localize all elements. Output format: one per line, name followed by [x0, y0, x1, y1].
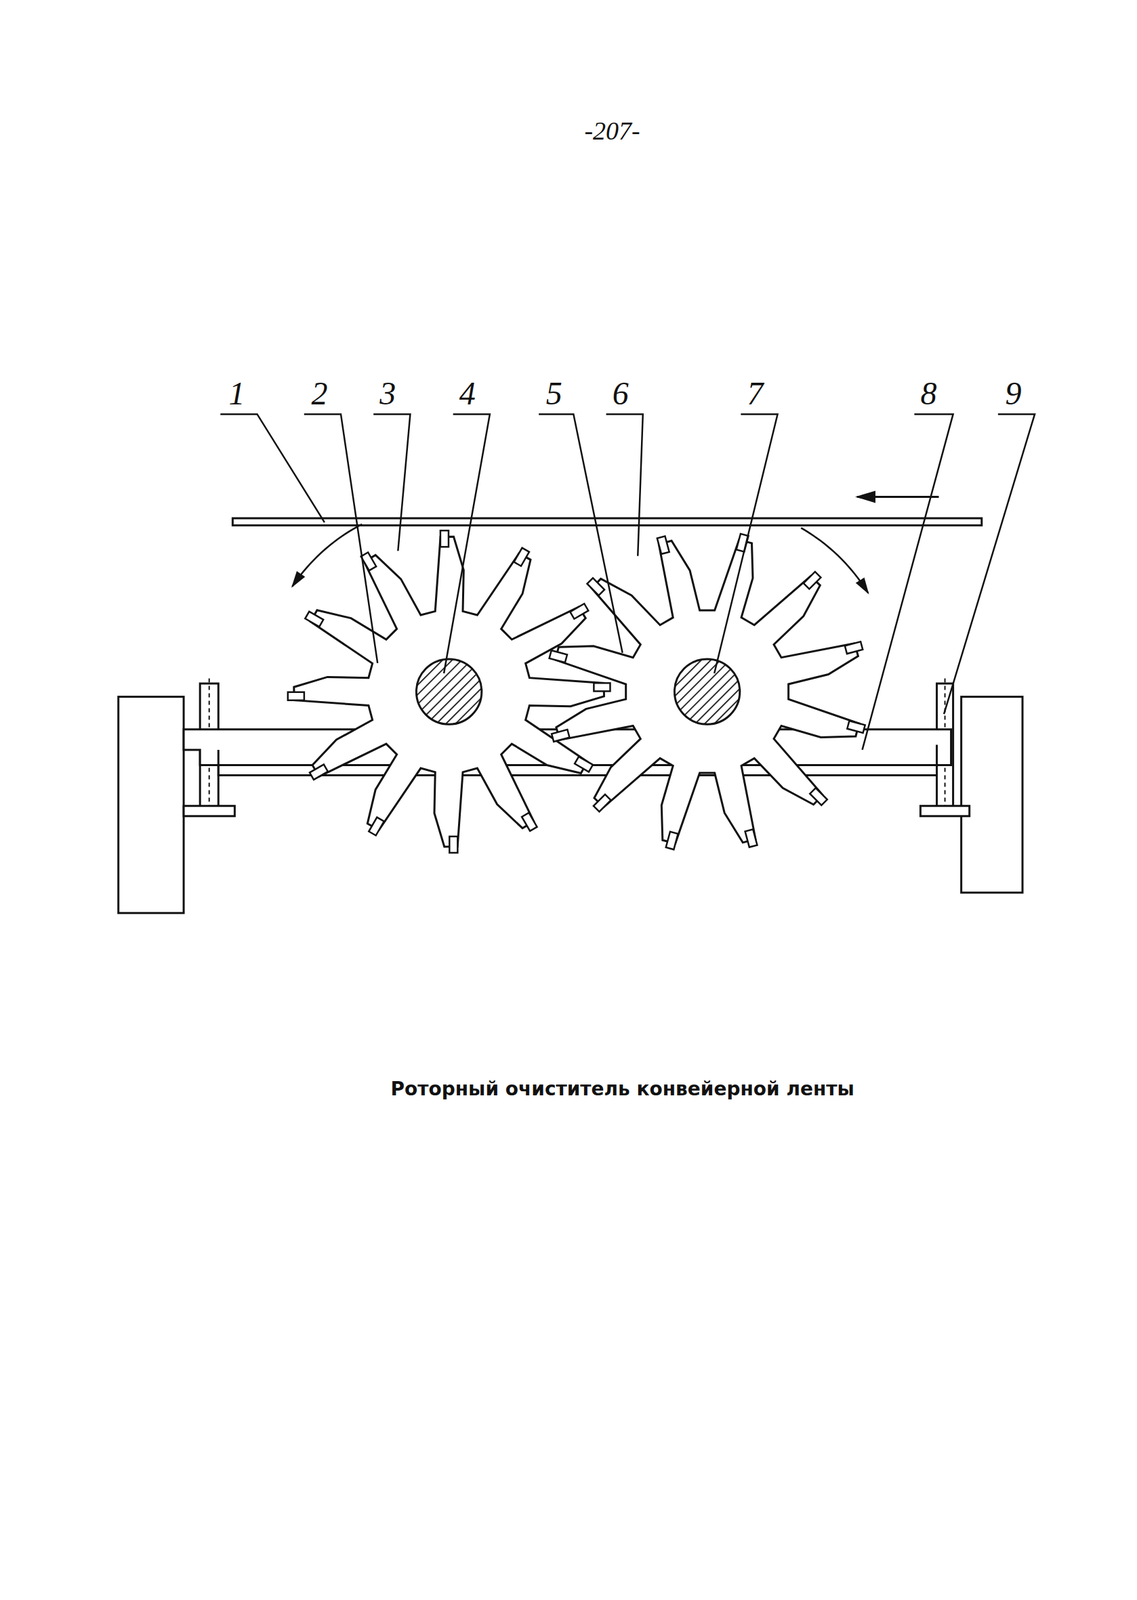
scraper-blade [549, 650, 568, 663]
page-number: -207- [584, 116, 640, 146]
scraper-blade [287, 692, 305, 701]
scraper-blade [745, 829, 758, 847]
scraper-blade [844, 641, 863, 654]
scraper-blade [593, 683, 610, 692]
scraper-blade [657, 535, 670, 554]
scraper-blade [309, 765, 328, 780]
scraper-blade [803, 571, 822, 590]
nut [183, 806, 235, 817]
scraper-blade [514, 548, 530, 567]
scraper-blade [551, 729, 570, 742]
nut [920, 806, 969, 817]
leader-line [714, 414, 778, 674]
callout-number: 9 [1004, 376, 1022, 412]
scraper-blade [569, 603, 589, 619]
frame-post [961, 697, 1023, 894]
callout-number: 3 [379, 376, 396, 412]
callout-number: 1 [228, 376, 245, 412]
scraper-blade [368, 817, 384, 837]
conveyor-belt [232, 518, 982, 526]
leader-line [606, 414, 644, 556]
scraper-blade [586, 577, 605, 596]
callout-number: 7 [746, 376, 763, 412]
scraper-blade [666, 832, 679, 850]
scraper-blade [449, 836, 458, 854]
leader-line [443, 414, 490, 674]
leader-line [220, 414, 325, 523]
scraper-blade [304, 611, 324, 627]
shaft [416, 659, 482, 725]
leader-line [943, 414, 1035, 715]
rotor [549, 533, 866, 850]
leader-line [373, 414, 410, 551]
belt-direction-arrow [857, 495, 939, 499]
leader-line [862, 414, 954, 750]
callout-number: 8 [920, 376, 937, 412]
rotor [287, 530, 611, 854]
callout-number: 6 [612, 376, 629, 412]
scraper-blade [521, 813, 537, 832]
callout-number: 5 [546, 376, 563, 412]
leader-line [538, 414, 623, 653]
frame-post [118, 697, 184, 914]
scraper-blade [440, 530, 449, 547]
scraper-blade [593, 794, 612, 813]
callout-number: 2 [311, 376, 328, 412]
caption: Роторный очиститель конвейерной ленты [390, 1078, 855, 1102]
shaft [674, 659, 740, 725]
scraper-blade [809, 788, 828, 806]
scraper-blade [574, 756, 593, 772]
rotation-arrow [800, 527, 868, 593]
rotation-arrow [292, 524, 362, 587]
scraper-blade [846, 720, 865, 734]
leader-line [304, 414, 378, 663]
callout-number: 4 [459, 376, 476, 412]
